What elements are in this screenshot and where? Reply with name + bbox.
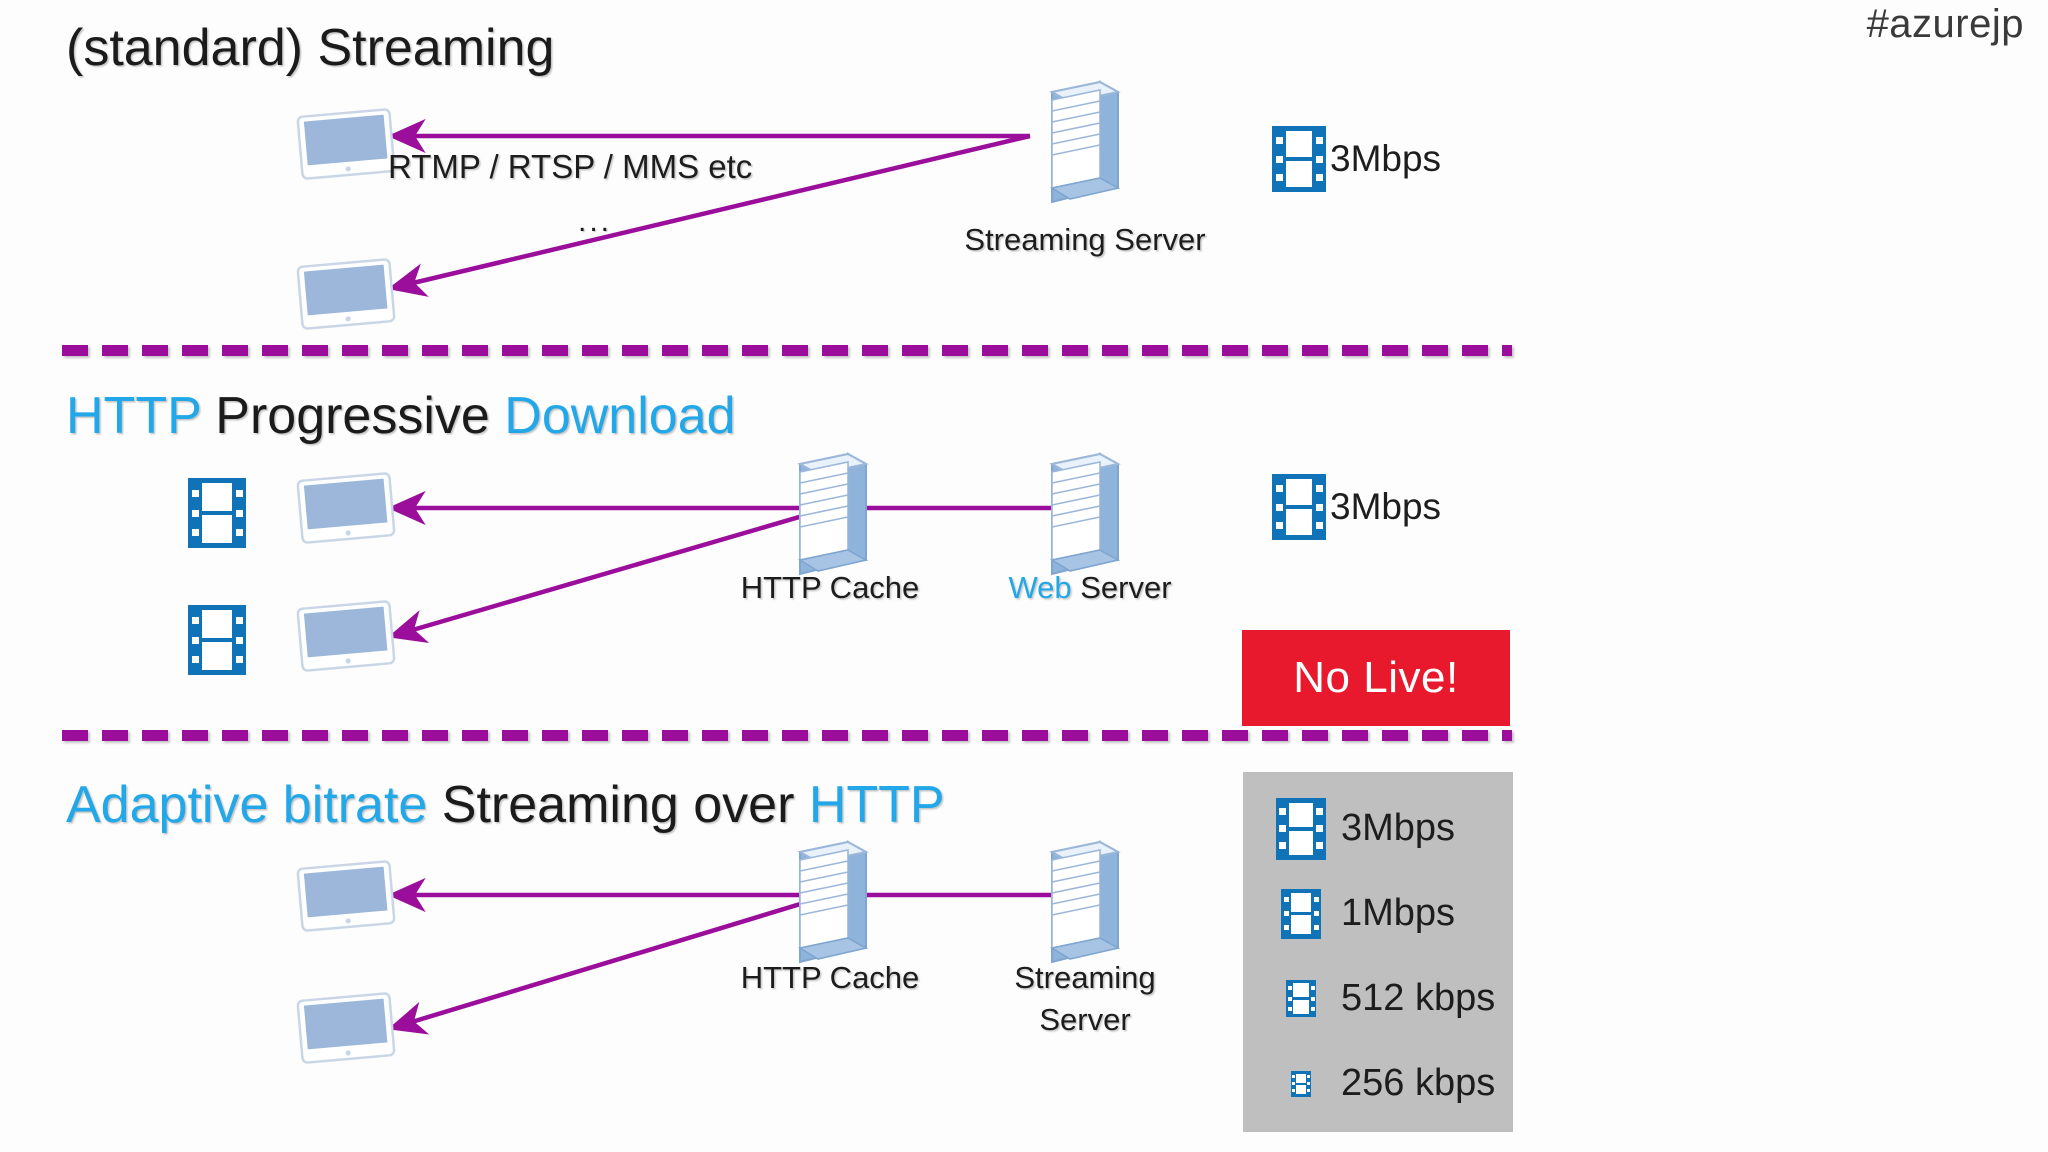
- rate-label-standard: 3Mbps: [1330, 138, 1442, 179]
- section-title-http-progressive: HTTP Progressive Download: [66, 386, 736, 446]
- server-label-streaming-server-line2: Server: [1039, 1002, 1131, 1037]
- server-label-http-cache: HTTP Cache: [740, 960, 920, 995]
- section-title-standard-streaming: (standard) Streaming: [66, 18, 554, 78]
- section-title-adaptive-bitrate: Adaptive bitrate Streaming over HTTP: [66, 775, 945, 835]
- tablet-device-icon: [294, 858, 398, 934]
- tablet-device-icon: [294, 470, 398, 546]
- server-label-http-cache: HTTP Cache: [740, 570, 920, 605]
- film-strip-icon: [1265, 980, 1337, 1017]
- server-label-web: Web: [1008, 570, 1072, 605]
- hashtag-label: #azurejp: [1866, 2, 2024, 46]
- tablet-device-icon: [294, 990, 398, 1066]
- status-badge-no-live: No Live!: [1242, 630, 1510, 726]
- server-label-web-server: Web Server: [960, 570, 1220, 606]
- server-rack-icon: [778, 450, 888, 582]
- server-rack-icon: [1030, 78, 1140, 210]
- server-rack-icon: [1030, 838, 1140, 970]
- title-text-standard: (standard) Streaming: [66, 19, 555, 77]
- bitrate-label: 256 kbps: [1341, 1062, 1496, 1104]
- server-label-server: Server: [1071, 570, 1172, 605]
- title-text-progressive: Progressive: [200, 387, 505, 445]
- title-text-http: HTTP: [808, 776, 945, 834]
- film-strip-icon: [1265, 1070, 1337, 1097]
- protocol-label-standard: RTMP / RTSP / MMS etc: [388, 148, 753, 185]
- bitrate-label: 512 kbps: [1341, 977, 1496, 1019]
- rate-label-http-progressive: 3Mbps: [1330, 486, 1442, 527]
- title-text-adaptive-bitrate: Adaptive bitrate: [66, 776, 428, 834]
- film-strip-icon: [1265, 888, 1337, 939]
- title-text-streaming-over: Streaming over: [427, 776, 809, 834]
- server-label-streaming-server: Streaming Server: [964, 222, 1206, 257]
- bitrate-row: 3Mbps: [1243, 786, 1513, 871]
- film-strip-icon: [1272, 126, 1326, 192]
- section-divider: [62, 730, 1512, 741]
- film-strip-icon: [188, 605, 246, 675]
- tablet-device-icon: [294, 256, 398, 332]
- tablet-device-icon: [294, 106, 398, 182]
- server-rack-icon: [778, 838, 888, 970]
- film-strip-icon: [1272, 474, 1326, 540]
- film-strip-icon: [188, 478, 246, 548]
- section-divider: [62, 345, 1512, 356]
- title-text-http: HTTP: [66, 387, 201, 445]
- bitrate-label: 1Mbps: [1341, 892, 1456, 934]
- bitrate-row: 1Mbps: [1243, 871, 1513, 956]
- bitrate-ladder-panel: 3Mbps 1: [1243, 772, 1513, 1132]
- bitrate-label: 3Mbps: [1341, 807, 1456, 849]
- ellipsis-more-clients: ...: [578, 205, 613, 238]
- title-text-download: Download: [504, 387, 736, 445]
- bitrate-row: 256 kbps: [1243, 1041, 1513, 1126]
- tablet-device-icon: [294, 598, 398, 674]
- server-label-streaming-server-line1: Streaming: [1014, 960, 1156, 995]
- bitrate-row: 512 kbps: [1243, 956, 1513, 1041]
- film-strip-icon: [1265, 797, 1337, 860]
- server-rack-icon: [1030, 450, 1140, 582]
